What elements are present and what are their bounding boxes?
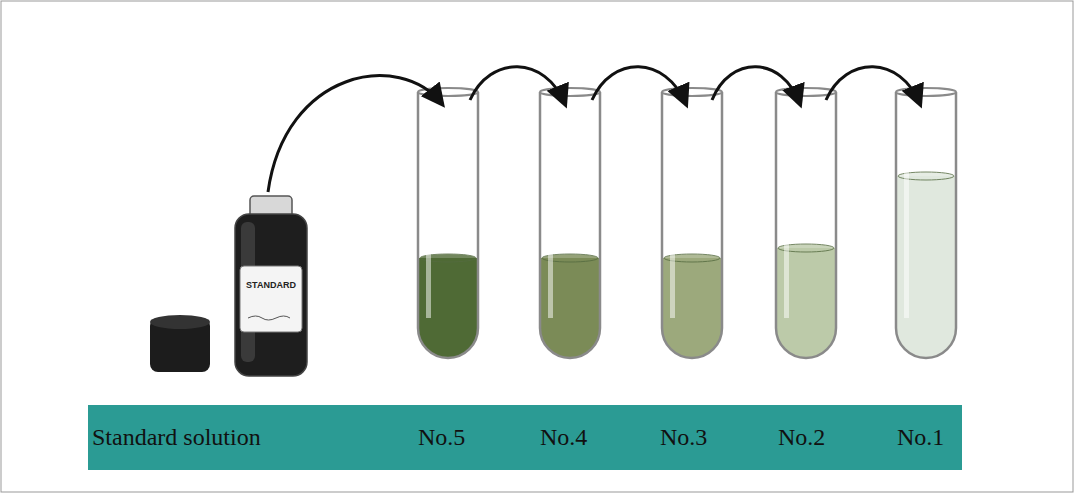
test-tubes (418, 88, 956, 358)
tube-number: No.5 (418, 405, 465, 470)
standard-bottle (235, 196, 307, 376)
tube-number: No.4 (540, 405, 587, 470)
label-band: Standard solution No.5 No.4 No.3 No.2 No.1 (88, 405, 962, 470)
test-tube (776, 88, 836, 358)
bottle-label: STANDARD (243, 280, 299, 290)
tube-number: No.2 (778, 405, 825, 470)
tube-number: No.1 (897, 405, 944, 470)
test-tube (418, 88, 478, 358)
test-tube (896, 88, 956, 358)
band-label: Standard solution (92, 405, 261, 470)
transfer-arrows (268, 67, 920, 192)
tube-number: No.3 (660, 405, 707, 470)
test-tube (540, 88, 600, 358)
test-tube (662, 88, 722, 358)
bottle-cap (150, 315, 210, 372)
